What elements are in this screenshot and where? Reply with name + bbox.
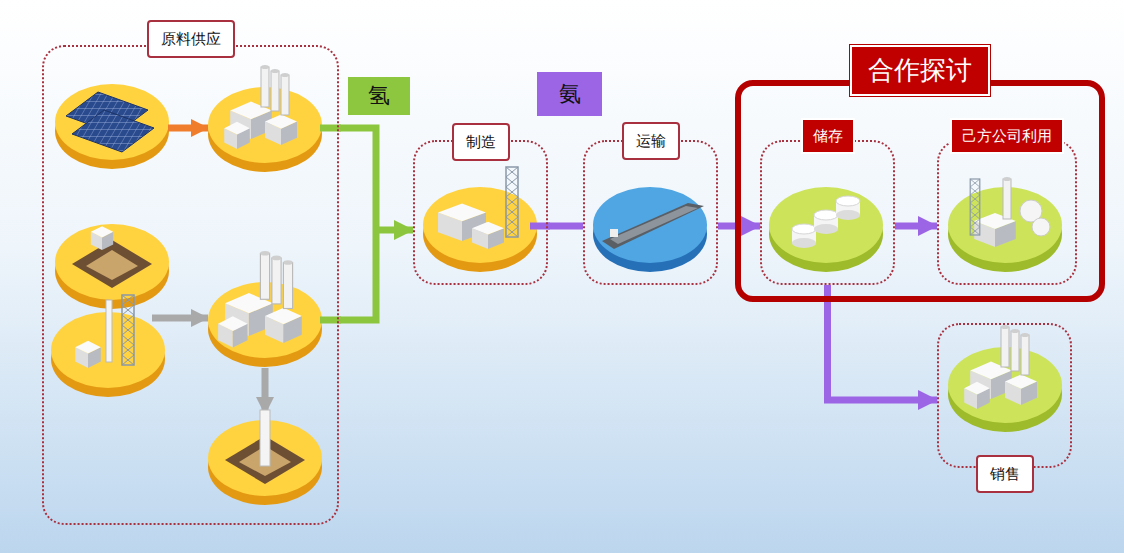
ship-disc xyxy=(602,203,704,249)
stage-label: 己方公司利用 xyxy=(950,118,1064,154)
stage-label: 原料供应 xyxy=(147,20,235,58)
stage-box: 原料供应 xyxy=(42,45,339,525)
flow-connector xyxy=(895,223,937,230)
storage-disc xyxy=(769,187,883,272)
flow-connector xyxy=(828,285,938,400)
solar-disc xyxy=(72,110,154,152)
ship-disc xyxy=(610,206,698,244)
plant-disc xyxy=(423,187,537,272)
factory-disc xyxy=(224,65,297,149)
storage-disc xyxy=(792,224,816,248)
process-arrow xyxy=(168,125,208,132)
refinery-disc xyxy=(970,179,980,235)
stage-box: 己方公司利用 xyxy=(937,140,1077,285)
plant-disc xyxy=(472,222,504,249)
gas-field-disc xyxy=(122,295,134,365)
process-arrow xyxy=(152,315,208,322)
stage-label: 制造 xyxy=(452,123,510,161)
stage-label: 销售 xyxy=(976,455,1034,493)
stage-box: 销售 xyxy=(937,323,1072,468)
solar-disc xyxy=(55,84,169,169)
refinery-disc xyxy=(948,177,1062,272)
stage-label: 储存 xyxy=(801,118,855,154)
stage-label: 合作探讨 xyxy=(850,45,990,96)
stage-box: 运输 xyxy=(583,140,718,285)
mine-disc xyxy=(72,240,152,288)
medium-tag: 氢 xyxy=(348,77,410,115)
refinery-disc xyxy=(1003,177,1011,219)
factory-disc xyxy=(208,65,322,172)
factory-disc xyxy=(948,325,1062,432)
group-frame: 储存己方公司利用合作探讨 xyxy=(735,80,1105,302)
storage-disc xyxy=(769,187,883,272)
mine-disc xyxy=(55,224,169,309)
factory-disc xyxy=(964,325,1037,409)
plant-disc xyxy=(506,167,518,237)
stage-box: 储存 xyxy=(760,140,895,285)
flow-connector xyxy=(548,223,583,230)
mine-disc xyxy=(86,250,138,280)
mine-disc xyxy=(91,226,113,250)
plant-disc xyxy=(423,167,537,272)
ship-disc xyxy=(610,229,618,237)
factory-disc xyxy=(208,251,322,367)
gas-field-disc xyxy=(75,341,101,368)
factory-disc xyxy=(218,251,302,348)
medium-tag: 氨 xyxy=(537,72,602,116)
solar-disc xyxy=(55,84,169,169)
ship-disc xyxy=(593,187,707,272)
storage-disc xyxy=(814,210,838,234)
refinery-disc xyxy=(1032,218,1050,236)
gas-field-disc xyxy=(51,295,165,397)
flow-connector xyxy=(339,128,413,320)
gas-field-disc xyxy=(106,300,112,362)
stage-label: 运输 xyxy=(622,122,680,160)
mine-disc xyxy=(55,224,169,309)
storage-disc xyxy=(836,196,860,220)
storage-well-disc xyxy=(208,410,322,505)
process-arrow xyxy=(262,368,269,414)
ship-disc xyxy=(593,187,707,272)
storage-well-disc xyxy=(260,410,270,466)
stage-box: 制造 xyxy=(413,140,548,285)
